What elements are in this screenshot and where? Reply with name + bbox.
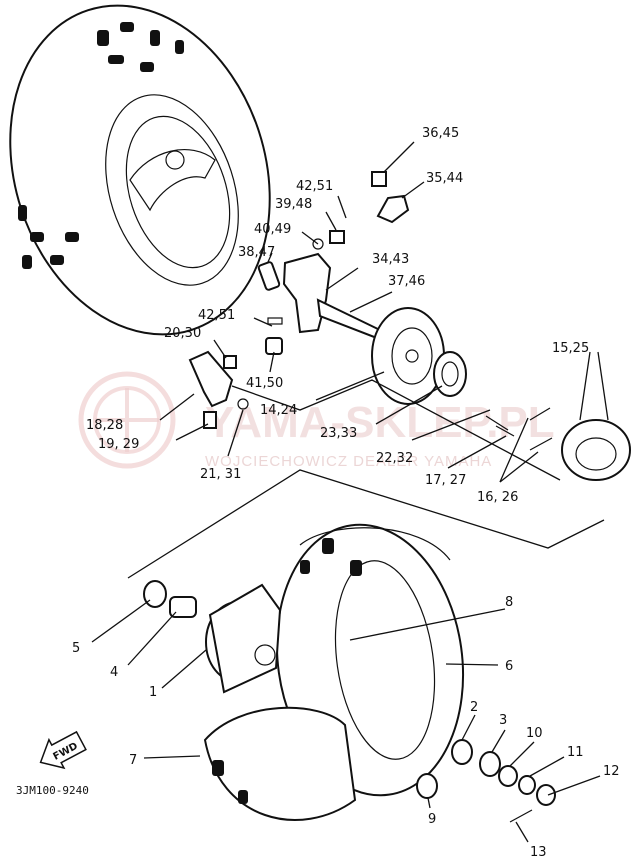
callout-17-27: 17, 27: [425, 473, 466, 488]
upper-tire-assembly: [9, 4, 271, 336]
watermark-subtitle: WOJCIECHOWICZ DEALER YAMAHA: [205, 453, 492, 470]
knuckle-cluster: [188, 171, 631, 481]
callout-7: 7: [129, 753, 137, 768]
callout-18-28: 18,28: [86, 418, 123, 433]
callout-1: 1: [149, 685, 157, 700]
callout-34-43: 34,43: [372, 252, 409, 267]
callout-9: 9: [428, 812, 436, 827]
callout-16-26: 16, 26: [477, 490, 518, 505]
callout-38-47: 38,47: [238, 245, 275, 260]
callout-20-30: 20,30: [164, 326, 201, 341]
diagram-code: 3JM100-9240: [16, 784, 89, 797]
callout-11: 11: [567, 745, 584, 760]
callout-36-45: 36,45: [422, 126, 459, 141]
leader-lines: [91, 141, 609, 843]
callout-10: 10: [526, 726, 543, 741]
callout-15-25: 15,25: [552, 341, 589, 356]
callout-37-46: 37,46: [388, 274, 425, 289]
watermark: YAMA-SKLEP.PL WOJCIECHOWICZ DEALER YAMAH…: [78, 371, 555, 470]
callout-23-33: 23,33: [320, 426, 357, 441]
callout-2: 2: [470, 700, 478, 715]
callout-21-31: 21, 31: [200, 467, 241, 482]
callout-14-24: 14,24: [260, 403, 297, 418]
callout-6: 6: [505, 659, 513, 674]
lower-wheel-assembly: [143, 523, 556, 823]
callout-12: 12: [603, 764, 620, 779]
callout-40-49: 40,49: [254, 222, 291, 237]
callout-labels: 36,45 35,44 42,51 39,48 40,49 38,47 34,4…: [16, 126, 620, 860]
callout-4: 4: [110, 665, 118, 680]
callout-22-32: 22,32: [376, 451, 413, 466]
callout-35-44: 35,44: [426, 171, 463, 186]
callout-41-50: 41,50: [246, 376, 283, 391]
callout-3: 3: [499, 713, 507, 728]
callout-19-29: 19, 29: [98, 437, 139, 452]
callout-5: 5: [72, 641, 80, 656]
outline-bracket-2: [231, 379, 561, 481]
callout-13: 13: [530, 845, 547, 860]
callout-42-51-top: 42,51: [296, 179, 333, 194]
fwd-direction-icon: FWD: [39, 730, 87, 770]
callout-42-51-mid: 42,51: [198, 308, 235, 323]
outline-bracket: [127, 469, 605, 579]
watermark-logo-icon: [78, 371, 176, 469]
callout-39-48: 39,48: [275, 197, 312, 212]
callout-8: 8: [505, 595, 513, 610]
